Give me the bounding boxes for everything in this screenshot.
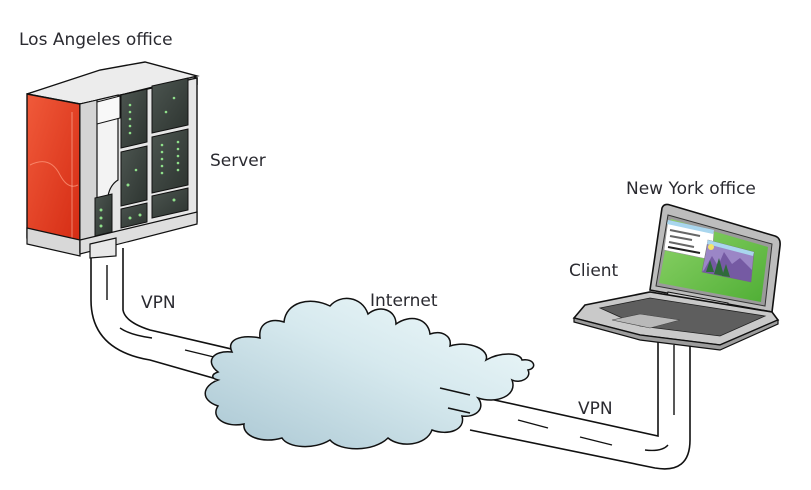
- internet-label: Internet: [370, 291, 438, 311]
- server-role-label: Server: [210, 151, 266, 171]
- vpn-link-server-internet: [90, 248, 301, 401]
- vpn-label-server: VPN: [141, 293, 176, 313]
- laptop: [572, 203, 781, 351]
- laptop-icon: [572, 203, 781, 351]
- server-rack-icon: [26, 61, 200, 259]
- vpn-label-client: VPN: [578, 399, 613, 419]
- client-role-label: Client: [569, 261, 619, 281]
- internet-cloud: [204, 297, 535, 450]
- vpn-link-internet-client: [439, 340, 691, 470]
- server-location-label: Los Angeles office: [19, 30, 173, 50]
- server-rack: [26, 61, 200, 259]
- cloud-icon: [204, 297, 535, 450]
- client-location-label: New York office: [626, 179, 756, 199]
